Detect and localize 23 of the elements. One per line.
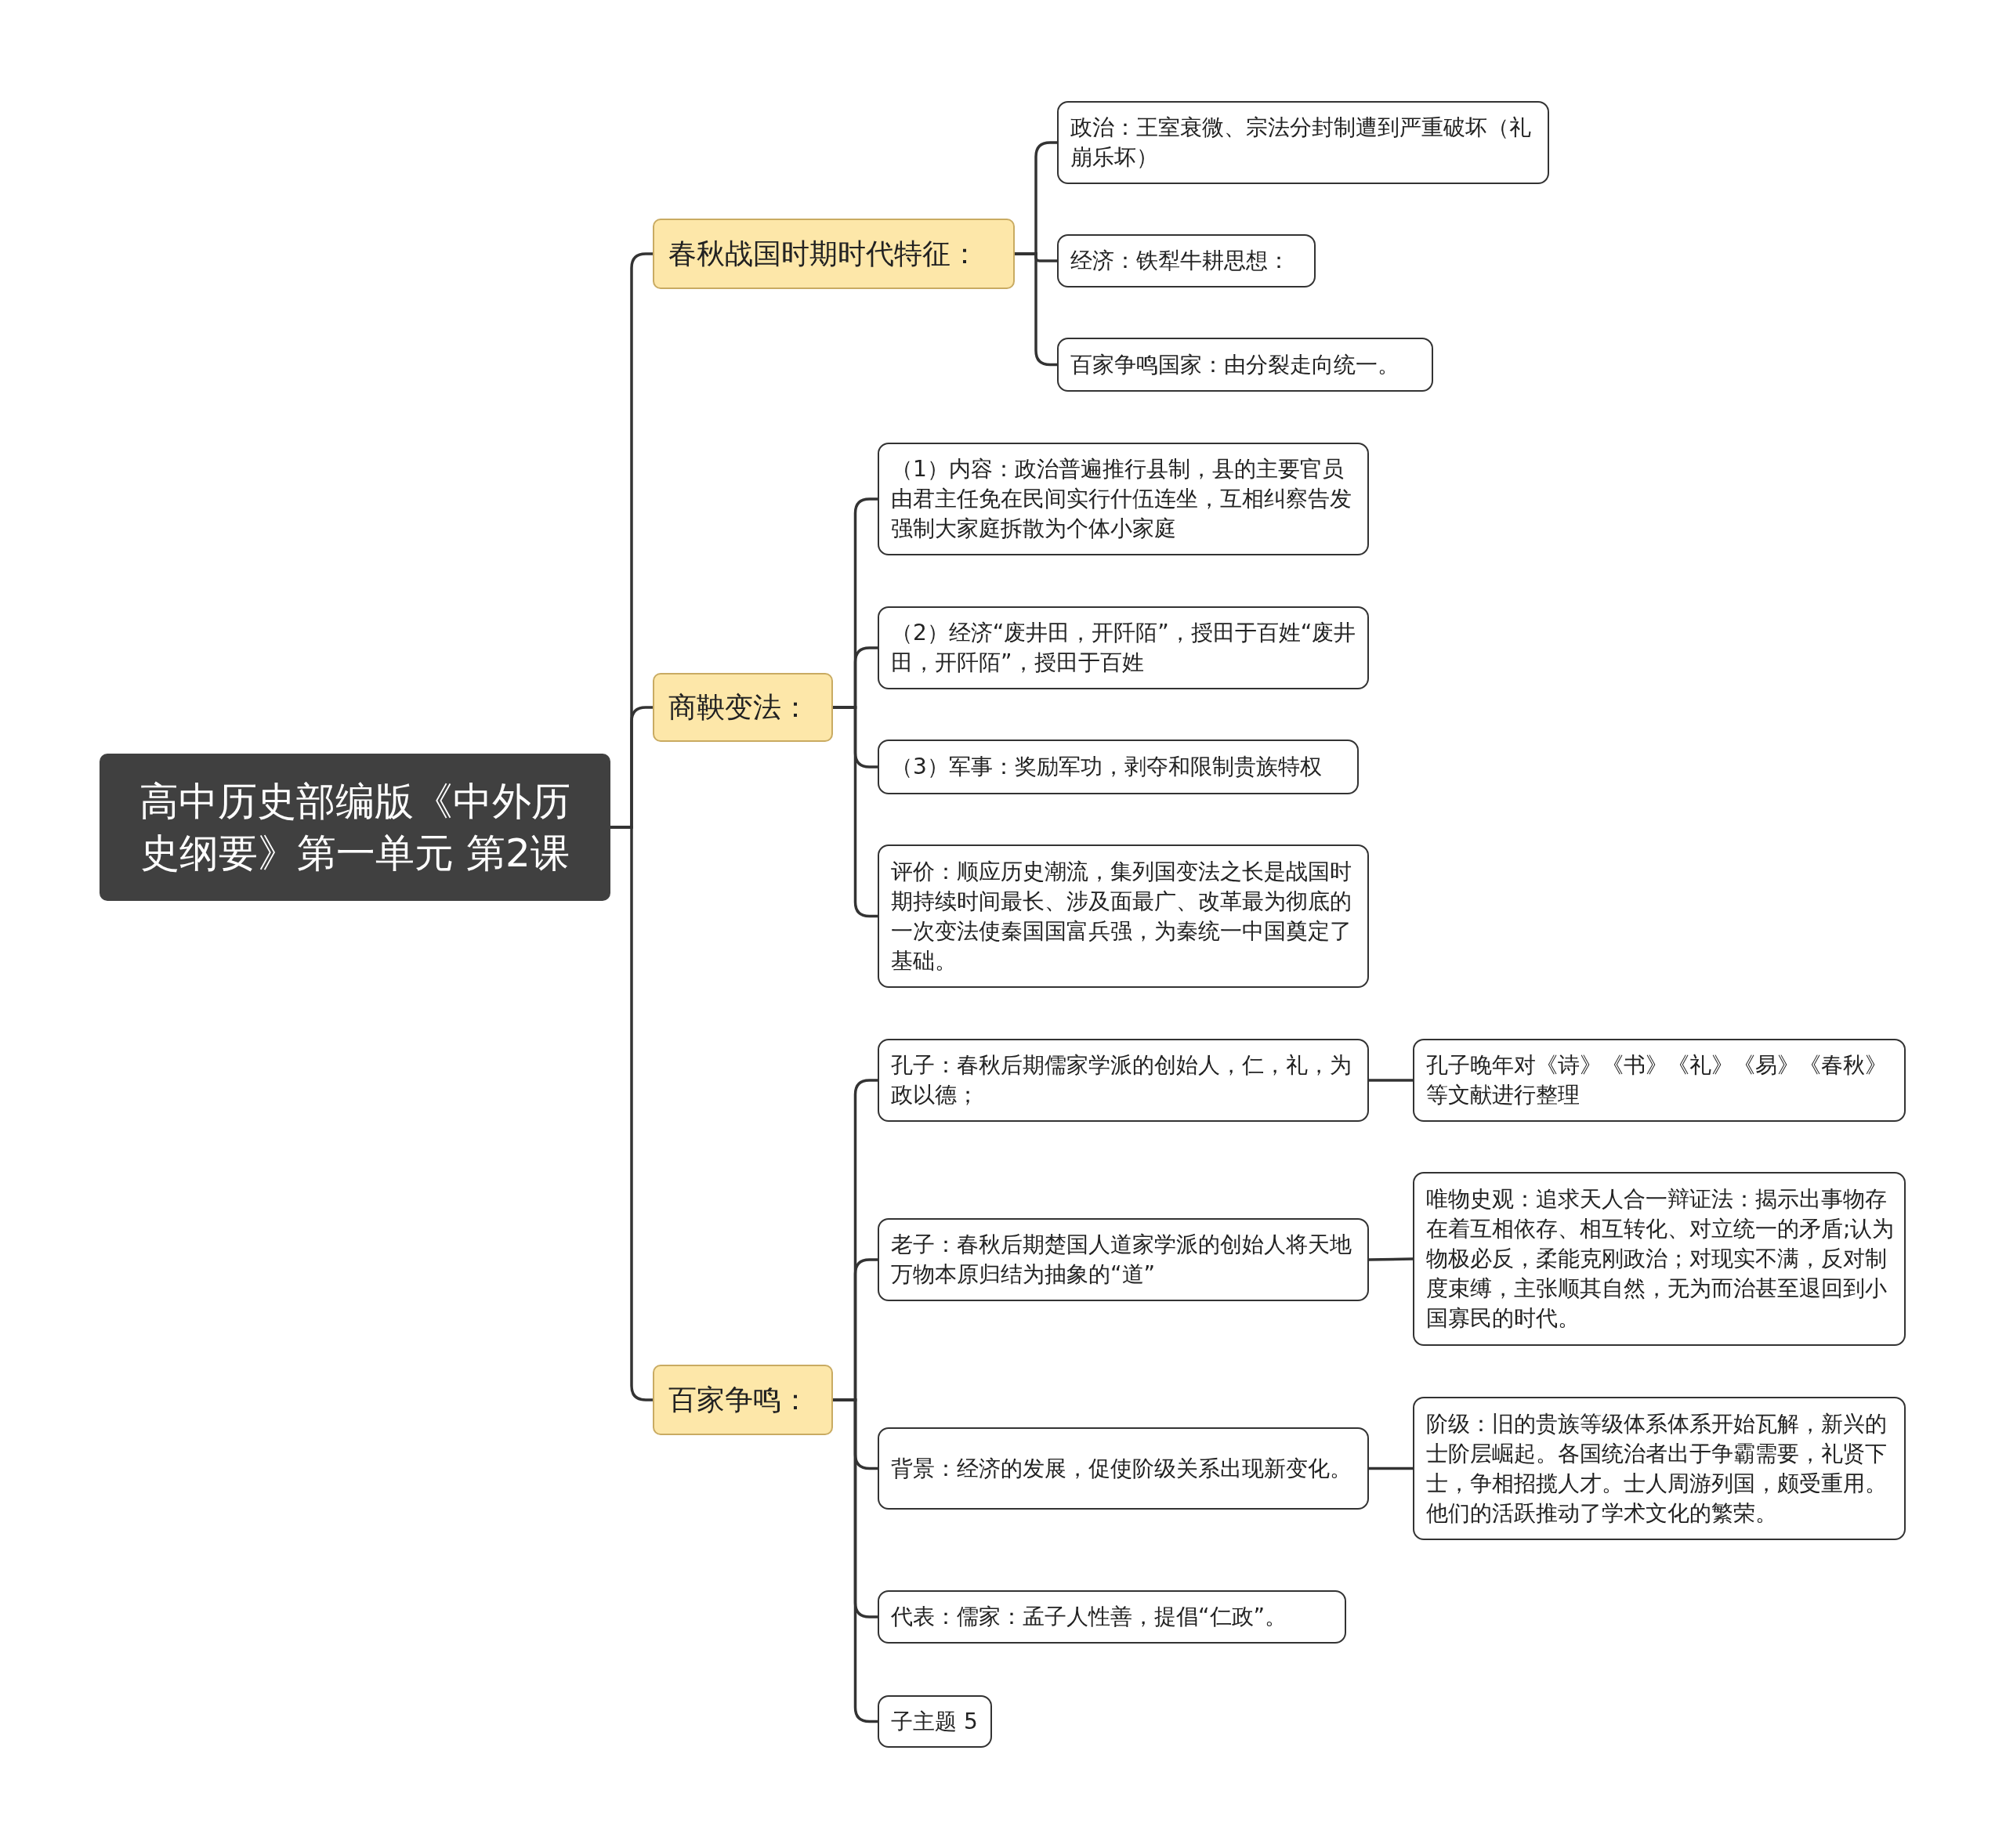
topic-box: 高中历史部编版《中外历史纲要》第一单元 第2课 — [100, 754, 610, 901]
note-box: 孔子晚年对《诗》《书》《礼》《易》《春秋》等文献进行整理 — [1413, 1039, 1906, 1122]
connector-line — [833, 1398, 878, 1723]
note-box: 经济：铁犁牛耕思想： — [1057, 234, 1316, 288]
note-box: 代表：儒家：孟子人性善，提倡“仁政”。 — [878, 1590, 1346, 1644]
note-box: （3）军事：奖励军功，剥夺和限制贵族特权 — [878, 740, 1359, 794]
note-box: 老子：春秋后期楚国人道家学派的创始人将天地万物本原归结为抽象的“道” — [878, 1218, 1369, 1301]
note-box: 评价：顺应历史潮流，集列国变法之长是战国时期持续时间最长、涉及面最广、改革最为彻底的一次变法使秦国国富兵强，为秦统一中国奠定了基础。 — [878, 844, 1369, 988]
connector-line — [1369, 1466, 1413, 1470]
note-box: 唯物史观：追求天人合一辩证法：揭示出事物存在着互相依存、相互转化、对立统一的矛盾;认为物极必反，柔能克刚政治；对现实不满，反对制度束缚，主张顺其自然，无为而治甚至退回到小国寡民的时代。 — [1413, 1172, 1906, 1346]
branch-box: 春秋战国时期时代特征： — [653, 219, 1015, 289]
note-box: （1）内容：政治普遍推行县制，县的主要官员由君主任免在民间实行什伍连坐，互相纠察告发强制大家庭拆散为个体小家庭 — [878, 443, 1369, 555]
branch-box: 商鞅变法： — [653, 673, 833, 742]
note-box: 阶级：旧的贵族等级体系体系开始瓦解，新兴的士阶层崛起。各国统治者出于争霸需要，礼贤下士，争相招揽人才。士人周游列国，颇受重用。他们的活跃推动了学术文化的繁荣。 — [1413, 1397, 1906, 1540]
note-box: 政治：王室衰微、宗法分封制遭到严重破坏（礼崩乐坏） — [1057, 101, 1549, 184]
note-box: 背景：经济的发展，促使阶级关系出现新变化。 — [878, 1427, 1369, 1510]
note-box: 百家争鸣国家：由分裂走向统一。 — [1057, 338, 1433, 392]
note-box: （2）经济“废井田，开阡陌”，授田于百姓“废井田，开阡陌”，授田于百姓 — [878, 606, 1369, 689]
branch-box: 百家争鸣： — [653, 1365, 833, 1435]
note-box: 孔子：春秋后期儒家学派的创始人，仁，礼，为政以德； — [878, 1039, 1369, 1122]
connector-line — [1369, 1079, 1413, 1082]
note-box: 子主题 5 — [878, 1695, 992, 1748]
connector-line — [1368, 1257, 1414, 1261]
